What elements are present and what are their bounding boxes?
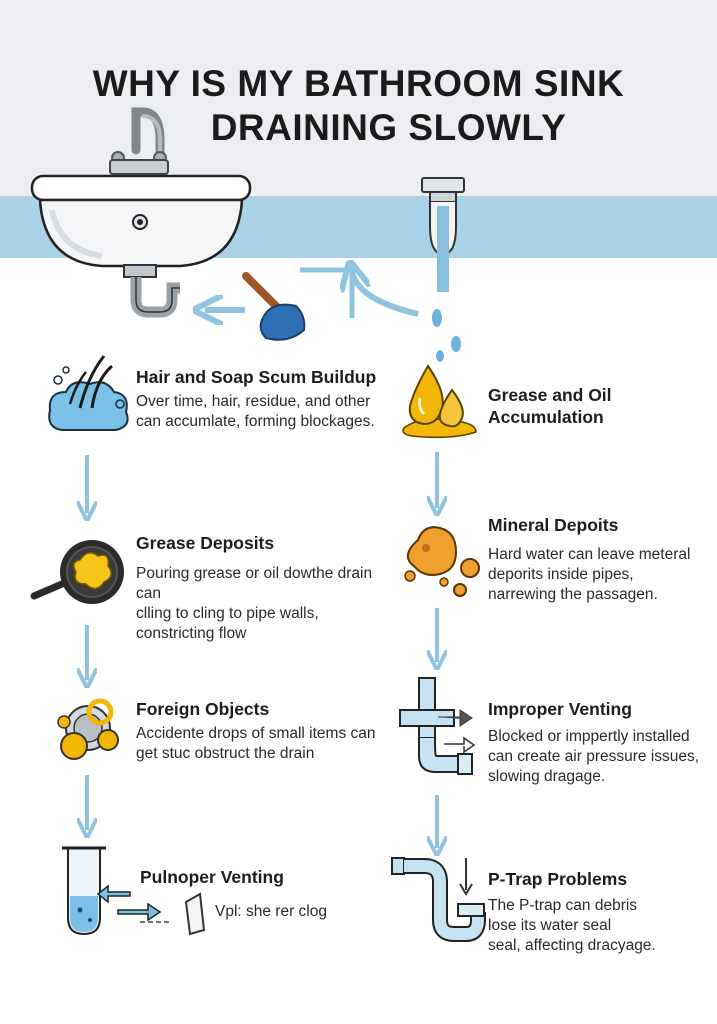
- item-title: Grease Deposits: [136, 533, 275, 553]
- item-title: Improper Venting: [488, 699, 632, 719]
- sink-icon: [30, 107, 252, 318]
- item-description: Blocked or imppertly installed can creat…: [488, 727, 713, 787]
- coins-ring-icon: [57, 698, 119, 760]
- hair-soap-icon: [48, 355, 129, 431]
- item-title: Pulnoper Venting: [140, 867, 284, 887]
- item-title: Grease and Oil Accumulation: [488, 384, 708, 428]
- desc-line: Hard water can leave meteral: [488, 546, 691, 563]
- oil-drops-icon: [402, 364, 477, 439]
- desc-line: get stuc obstruct the drain: [136, 745, 315, 762]
- title-line: Accumulation: [488, 407, 604, 427]
- item-title: Foreign Objects: [136, 699, 270, 719]
- frying-pan-icon: [30, 540, 124, 604]
- item-title: Hair and Soap Scum Buildup: [136, 367, 377, 387]
- desc-line: Over time, hair, residue, and other: [136, 393, 371, 410]
- title-line-1: WHY IS MY BATHROOM SINK: [92, 63, 625, 104]
- desc-line: deporits inside pipes,: [488, 566, 634, 583]
- item-pulnoper-venting: Pulnoper Venting: [140, 866, 340, 888]
- p-trap-icon: [391, 857, 486, 942]
- item-description: Pouring grease or oil dowthe drain can c…: [136, 564, 401, 644]
- item-foreign-objects: Foreign Objects Accidente drops of small…: [136, 698, 396, 764]
- desc-line: can create air pressure issues,: [488, 748, 700, 765]
- item-description: Hard water can leave meteral deporits in…: [488, 545, 710, 605]
- desc-line: constricting flow: [136, 625, 247, 642]
- plunger-icon: [242, 272, 306, 341]
- test-tube-icon: [62, 846, 206, 936]
- desc-line: clling to cling to pipe walls,: [136, 605, 319, 622]
- item-description: Vpl: she rer clog: [215, 902, 375, 922]
- item-description: The P-trap can debris lose its water sea…: [488, 896, 710, 956]
- item-hair-soap: Hair and Soap Scum Buildup Over time, ha…: [136, 366, 396, 432]
- item-mineral-deposits: Mineral Depoits Hard water can leave met…: [488, 514, 710, 605]
- desc-line: Pouring grease or oil dowthe drain can: [136, 565, 373, 602]
- desc-line: can accumlate, forming blockages.: [136, 413, 375, 430]
- desc-line: narrewing the passagen.: [488, 586, 658, 603]
- item-p-trap: P-Trap Problems The P-trap can debris lo…: [488, 868, 710, 956]
- item-title: P-Trap Problems: [488, 869, 628, 889]
- vent-pipe-icon: [399, 677, 476, 775]
- desc-line: slowing dragage.: [488, 768, 606, 785]
- desc-line: Blocked or imppertly installed: [488, 728, 690, 745]
- item-title: Mineral Depoits: [488, 515, 619, 535]
- item-grease-oil: Grease and Oil Accumulation: [488, 384, 708, 428]
- title-line: Grease and Oil: [488, 385, 612, 405]
- item-description: Accidente drops of small items can get s…: [136, 724, 396, 764]
- item-description: Over time, hair, residue, and other can …: [136, 392, 396, 432]
- page-title: WHY IS MY BATHROOM SINK DRAINING SLOWLY: [0, 62, 717, 150]
- item-improper-venting: Improper Venting Blocked or imppertly in…: [488, 698, 713, 787]
- title-line-2: DRAINING SLOWLY: [210, 107, 567, 148]
- flow-arrow-connector: [300, 267, 355, 318]
- drain-pipe-icon: [421, 177, 465, 362]
- desc-line: lose its water seal: [488, 917, 612, 934]
- desc-line: Accidente drops of small items can: [136, 725, 376, 742]
- flow-arrow-curve: [352, 272, 419, 317]
- mineral-blobs-icon: [404, 526, 480, 597]
- item-pulnoper-venting-note: Vpl: she rer clog: [215, 902, 375, 922]
- desc-line: seal, affecting dracyage.: [488, 937, 656, 954]
- item-grease-deposits: Grease Deposits Pouring grease or oil do…: [136, 532, 401, 644]
- desc-line: Vpl: she rer clog: [215, 903, 327, 920]
- desc-line: The P-trap can debris: [488, 897, 638, 914]
